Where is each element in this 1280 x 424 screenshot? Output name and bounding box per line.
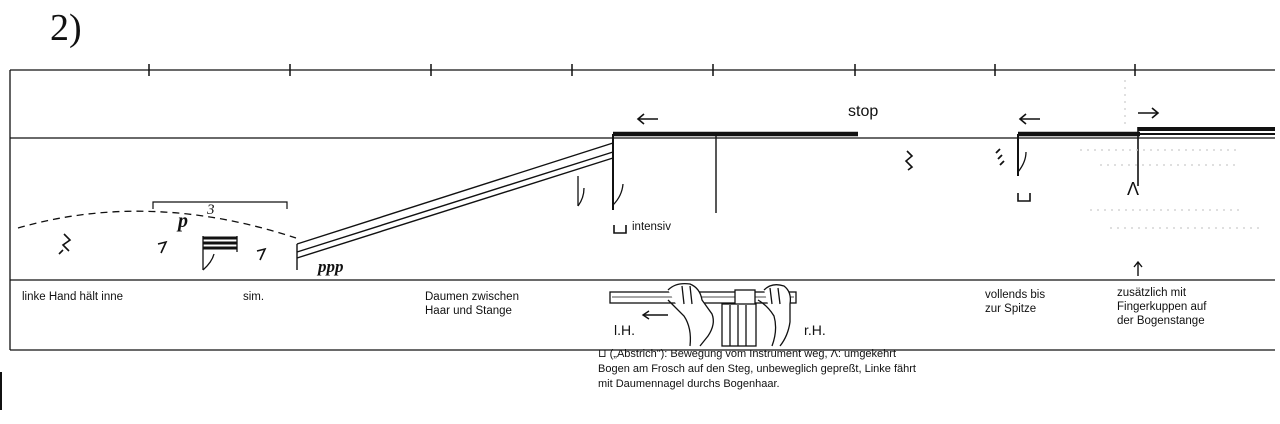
left-edge-mark — [0, 372, 2, 410]
time-ticks — [148, 64, 1136, 76]
hands-icon — [609, 282, 797, 347]
label-thumb: Daumen zwischen Haar und Stange — [425, 291, 519, 317]
label-fingertips: zusätzlich mit Fingerkuppen auf der Boge… — [1117, 287, 1207, 327]
up-arrow-icon — [1133, 260, 1143, 276]
glissando-wedge — [296, 142, 614, 270]
intensiv-label: intensiv — [632, 221, 671, 233]
right-arrow-icon — [1138, 107, 1160, 119]
right-bow-bars — [995, 127, 1275, 186]
dynamic-ppp: ppp — [318, 257, 344, 276]
label-tip: vollends bis zur Spitze — [985, 289, 1046, 315]
right-hand-label: r.H. — [804, 322, 826, 338]
tuplet-number: 3 — [207, 202, 215, 218]
downbow-icon — [1017, 193, 1031, 202]
footnote: ⊔ („Abstrich"): Bewegung vom Instrument … — [598, 348, 916, 390]
beamed-notes — [202, 236, 238, 271]
small-stem-mark — [577, 176, 585, 207]
tuplet-bracket — [152, 201, 288, 209]
dashed-arc — [17, 210, 297, 239]
left-hand-label: l.H. — [614, 322, 635, 338]
rest-glyphs — [58, 150, 914, 261]
label-left-hand: linke Hand hält inne — [22, 291, 124, 303]
stop-bar — [612, 131, 858, 213]
faded-marks — [1080, 80, 1260, 229]
left-arrow-icon — [1018, 113, 1040, 125]
figure-label: 2) — [50, 7, 82, 49]
caret-symbol: Λ — [1127, 179, 1140, 199]
score-frame — [9, 69, 1275, 351]
dynamic-p: p — [178, 210, 188, 232]
left-arrow-icon — [636, 113, 658, 125]
downbow-icon — [613, 225, 627, 234]
label-sim: sim. — [243, 291, 265, 303]
stop-label: stop — [848, 103, 879, 120]
